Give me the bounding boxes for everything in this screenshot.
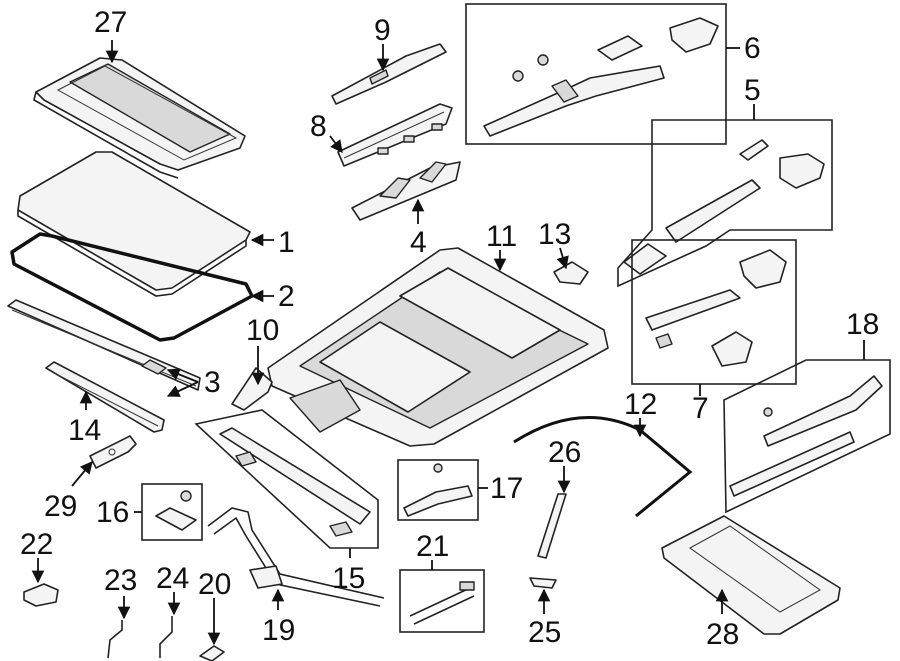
part-23-hose: [107, 620, 123, 659]
part-17-box: [397, 459, 479, 521]
callout-15: 15: [332, 562, 365, 595]
callout-13: 13: [538, 218, 571, 251]
callout-29: 29: [44, 490, 77, 523]
part-15-box: [194, 409, 379, 549]
part-1-glass-panel: [17, 151, 251, 297]
callout-17: 17: [490, 472, 523, 505]
callout-12: 12: [624, 388, 657, 421]
part-19-frame-rear: [207, 507, 385, 607]
callout-2: 2: [278, 280, 295, 313]
callout-25: 25: [528, 616, 561, 649]
part-21-box: [399, 569, 485, 633]
callout-3: 3: [204, 366, 221, 399]
callout-28: 28: [706, 618, 739, 651]
callout-20: 20: [198, 568, 231, 601]
part-14-channel: [45, 361, 165, 433]
callout-10: 10: [246, 314, 279, 347]
part-7-box: [631, 239, 797, 385]
callout-26: 26: [548, 436, 581, 469]
callout-8: 8: [310, 110, 327, 143]
part-9-guide: [331, 43, 447, 105]
leader-lines: [31, 40, 865, 646]
part-13-clip: [553, 261, 589, 285]
callout-labels: 27 9 6 5 8 1 2 4 11 13 10 3 14 29 16 22 …: [20, 6, 879, 651]
callout-16: 16: [96, 496, 129, 529]
callout-9: 9: [374, 14, 391, 47]
callout-22: 22: [20, 528, 53, 561]
part-4-guide: [351, 161, 461, 221]
part-18-box: [723, 359, 891, 514]
part-22-motor: [23, 583, 59, 607]
callout-19: 19: [262, 614, 295, 647]
part-16-box: [141, 483, 203, 541]
callout-5: 5: [744, 74, 761, 107]
callout-4: 4: [410, 226, 427, 259]
part-26-strut: [537, 493, 567, 559]
part-6-box: [465, 3, 727, 145]
callout-18: 18: [846, 308, 879, 341]
part-5-box: [617, 119, 833, 288]
callout-21: 21: [416, 530, 449, 563]
callout-1: 1: [278, 226, 295, 259]
part-11-frame: [267, 247, 609, 447]
part-8-guide: [337, 103, 453, 167]
part-27-sunshade: [33, 57, 246, 179]
callout-14: 14: [68, 414, 101, 447]
part-24-hose: [159, 616, 173, 658]
part-12-strip: [513, 416, 693, 518]
part-29-bracket: [89, 435, 137, 469]
callout-6: 6: [744, 32, 761, 65]
part-20-clip: [199, 645, 225, 661]
part-10-bracket: [231, 367, 273, 411]
callout-23: 23: [104, 564, 137, 597]
part-3-rail: [7, 299, 201, 391]
callout-11: 11: [486, 220, 517, 253]
part-28-panel: [661, 515, 841, 635]
callout-7: 7: [692, 392, 709, 425]
callout-24: 24: [156, 562, 189, 595]
part-25-pin: [529, 577, 557, 589]
callout-27: 27: [94, 6, 127, 39]
